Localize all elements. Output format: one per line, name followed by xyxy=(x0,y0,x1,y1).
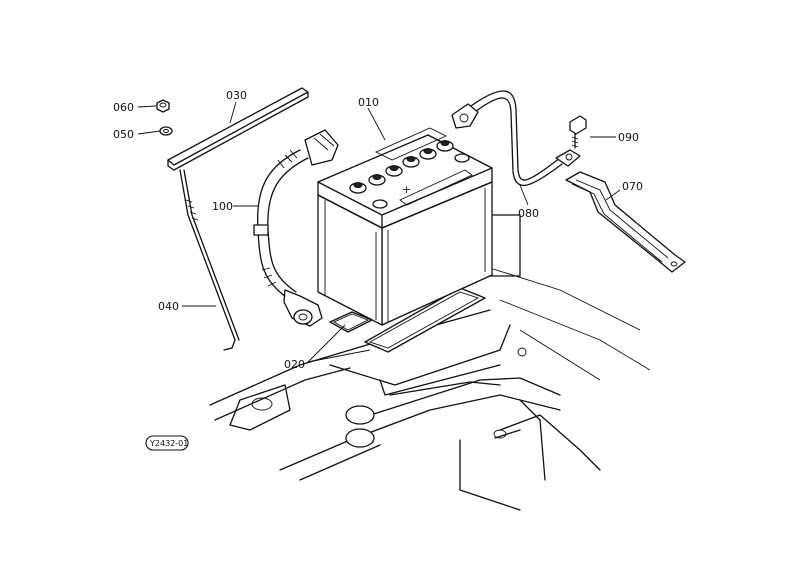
tractor-frame xyxy=(209,214,651,511)
part-050-washer xyxy=(159,126,173,136)
part-010-battery: + xyxy=(317,127,493,326)
battery-plus-symbol: + xyxy=(402,183,411,196)
label-060: 060 xyxy=(113,101,134,114)
part-020-pads xyxy=(329,287,486,353)
label-040: 040 xyxy=(158,300,179,313)
terminal-negative xyxy=(454,153,470,163)
leader-lines xyxy=(137,101,621,363)
label-100: 100 xyxy=(212,200,233,213)
part-labels: 060 050 030 010 100 040 020 080 090 070 xyxy=(113,89,643,371)
drawing-code-badge: Y2432-01 xyxy=(145,435,189,451)
part-090-bolt xyxy=(569,115,587,149)
label-030: 030 xyxy=(226,89,247,102)
label-090: 090 xyxy=(618,131,639,144)
battery-cell-caps xyxy=(349,140,454,194)
part-080-negative-cable xyxy=(451,90,581,187)
part-030-hold-down-bar xyxy=(167,87,309,171)
label-020: 020 xyxy=(284,358,305,371)
label-050: 050 xyxy=(113,128,134,141)
terminal-positive xyxy=(372,199,388,209)
label-070: 070 xyxy=(622,180,643,193)
label-010: 010 xyxy=(358,96,379,109)
part-040-hook-rod xyxy=(179,169,240,351)
part-070-ground-strap xyxy=(565,171,686,273)
part-100-positive-cable xyxy=(253,129,339,327)
part-060-nut xyxy=(156,99,170,113)
label-080: 080 xyxy=(518,207,539,220)
drawing-code-text: Y2432-01 xyxy=(149,439,188,448)
